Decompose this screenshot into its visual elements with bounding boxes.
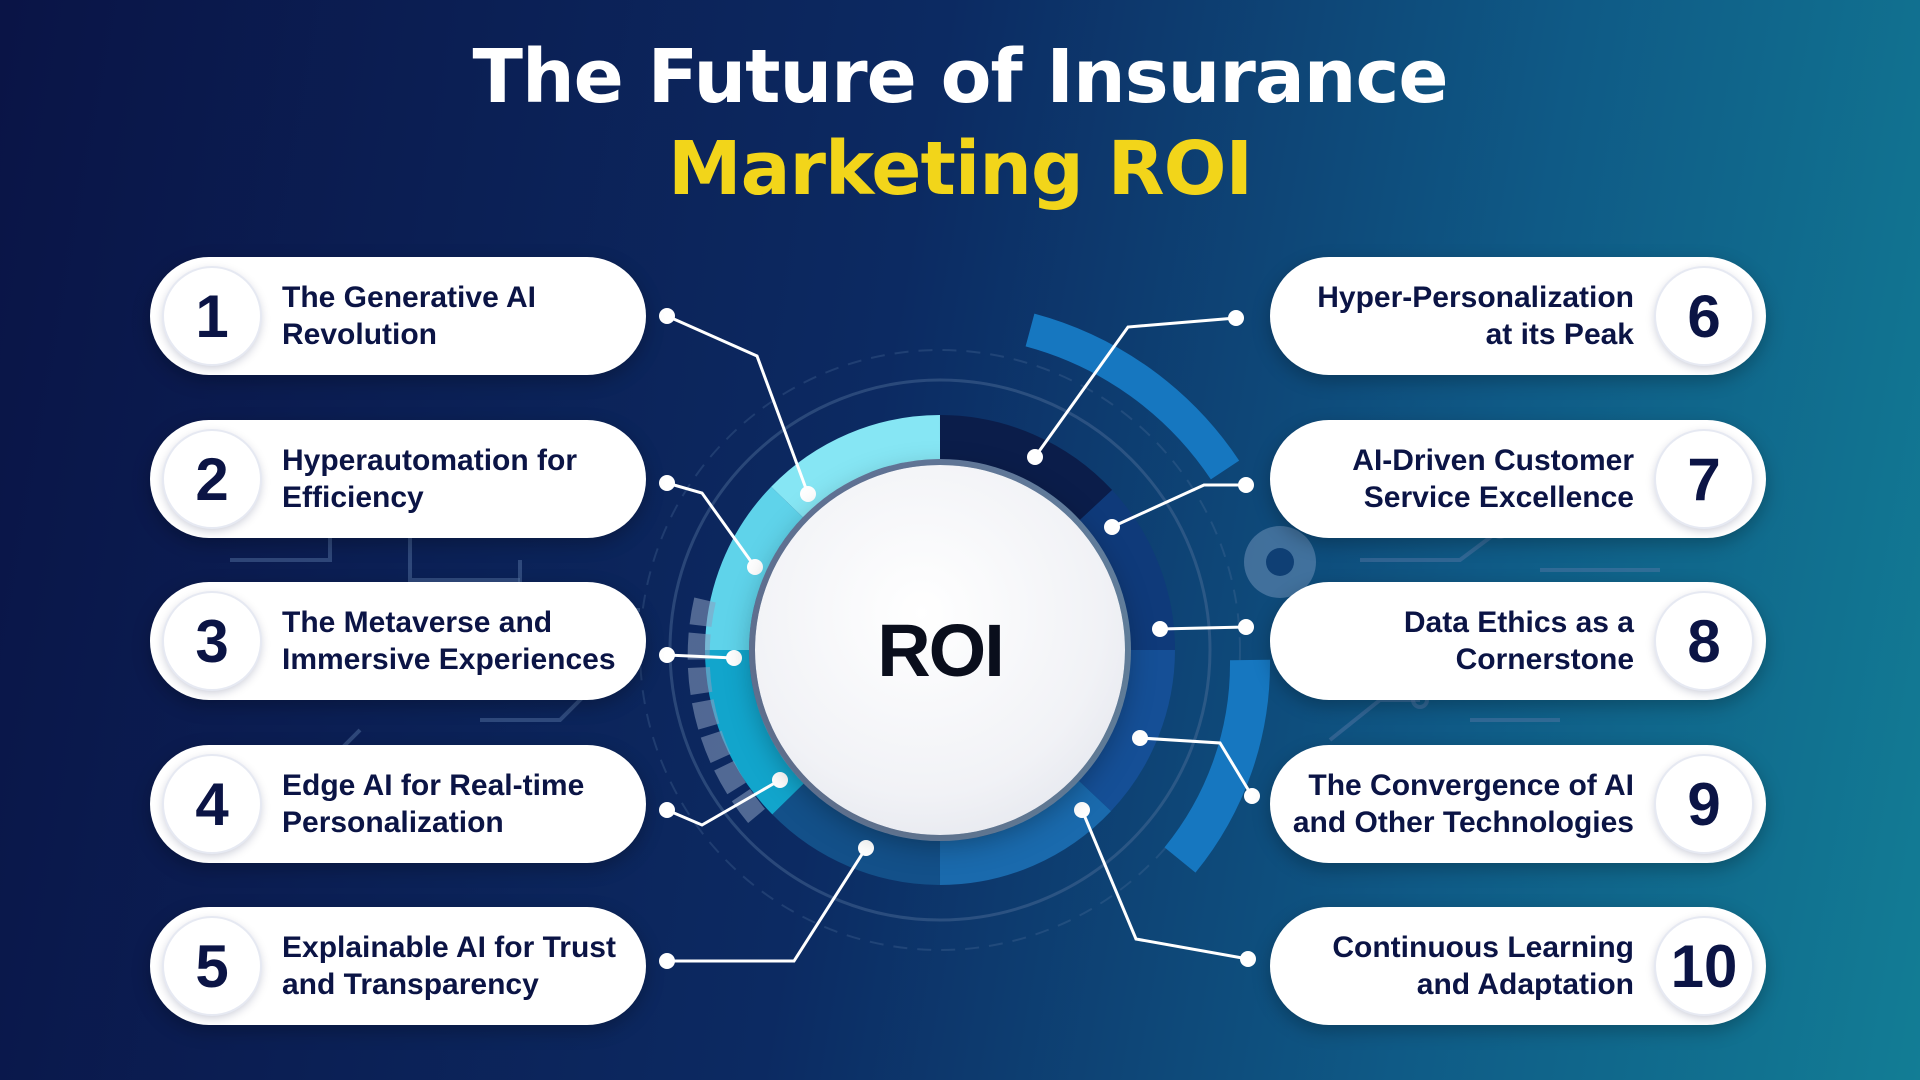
item-card-6: 6 Hyper-Personalization at its Peak [1270,257,1766,375]
item-card-2: 2 Hyperautomation for Efficiency [150,420,646,538]
connector-1 [666,314,810,495]
item-number: 10 [1656,918,1752,1014]
item-line-1: Hyper-Personalization [1317,281,1634,314]
outer-arc-left [687,597,769,828]
item-line-1: Explainable AI for Trust [282,931,616,964]
item-number: 5 [164,918,260,1014]
item-line-2: Personalization [282,806,504,839]
item-text: AI-Driven Customer Service Excellence [1352,442,1634,516]
connector-9 [1139,736,1254,797]
item-number: 7 [1656,431,1752,527]
item-line-1: The Metaverse and [282,606,553,639]
gear-icon [1244,526,1316,598]
item-card-10: 10 Continuous Learning and Adaptation [1270,907,1766,1025]
item-line-2: Immersive Experiences [282,643,616,676]
item-text: The Generative AI Revolution [282,279,536,353]
outer-arc-right [1164,659,1271,873]
connector-2 [666,481,757,568]
item-text: Edge AI for Real-time Personalization [282,767,584,841]
item-line-2: and Transparency [282,968,539,1001]
item-line-2: Cornerstone [1455,643,1634,676]
item-line-2: Service Excellence [1363,481,1634,514]
item-number: 4 [164,756,260,852]
connector-3 [666,653,735,660]
item-line-1: Edge AI for Real-time [282,769,585,802]
item-card-9: 9 The Convergence of AI and Other Techno… [1270,745,1766,863]
item-line-2: Revolution [282,318,437,351]
item-number: 9 [1656,756,1752,852]
item-number: 6 [1656,268,1752,364]
item-line-1: Hyperautomation for [282,444,578,477]
item-line-1: Data Ethics as a [1403,606,1634,639]
item-line-1: The Convergence of AI [1308,769,1634,802]
item-card-5: 5 Explainable AI for Trust and Transpare… [150,907,646,1025]
item-number: 3 [164,593,260,689]
outer-arc-top [1025,313,1240,480]
item-text: Explainable AI for Trust and Transparenc… [282,929,616,1003]
item-text: The Convergence of AI and Other Technolo… [1293,767,1634,841]
item-line-2: and Other Technologies [1292,806,1634,839]
item-line-2: Efficiency [282,481,424,514]
connector-dots [659,308,1260,969]
item-text: The Metaverse and Immersive Experiences [282,604,616,678]
title-line-2: Marketing ROI [667,126,1253,212]
connector-8 [1159,625,1247,631]
item-line-1: The Generative AI [282,281,536,314]
item-card-8: 8 Data Ethics as a Cornerstone [1270,582,1766,700]
item-number: 1 [164,268,260,364]
item-card-1: 1 The Generative AI Revolution [150,257,646,375]
item-card-7: 7 AI-Driven Customer Service Excellence [1270,420,1766,538]
connector-10 [1080,809,1249,961]
item-card-3: 3 The Metaverse and Immersive Experience… [150,582,646,700]
hub-label: ROI [877,608,1005,692]
item-number: 2 [164,431,260,527]
item-line-1: Continuous Learning [1332,931,1634,964]
item-number: 8 [1656,593,1752,689]
item-card-4: 4 Edge AI for Real-time Personalization [150,745,646,863]
item-text: Continuous Learning and Adaptation [1332,929,1634,1003]
connector-7 [1111,483,1246,529]
item-line-1: AI-Driven Customer [1352,444,1634,477]
item-text: Hyperautomation for Efficiency [282,442,577,516]
item-line-2: at its Peak [1485,318,1634,351]
item-text: Data Ethics as a Cornerstone [1404,604,1634,678]
item-line-2: and Adaptation [1416,968,1634,1001]
connector-6 [1033,316,1237,458]
roi-hub: ROI [755,465,1125,835]
connector-5 [667,847,868,963]
title-line-1: The Future of Insurance [472,34,1448,120]
item-text: Hyper-Personalization at its Peak [1317,279,1634,353]
connector-4 [666,778,781,827]
connector-lines [666,314,1254,963]
